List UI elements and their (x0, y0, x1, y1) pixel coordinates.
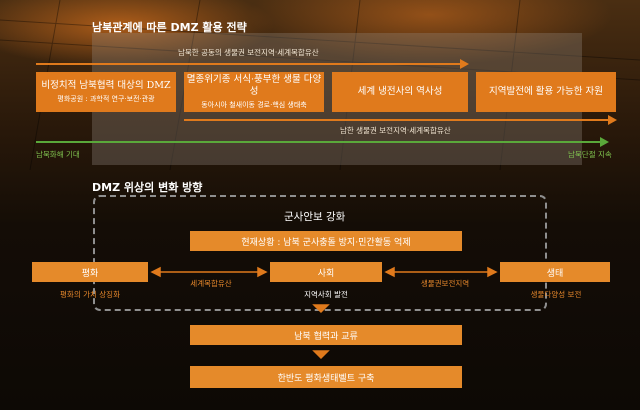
timeline-left-label: 남북화해 기대 (36, 150, 80, 159)
strategy-box-1-title: 비정치적 남북협력 대상의 DMZ (41, 79, 171, 91)
flow-step-cooperation: 남북 협력과 교류 (190, 325, 462, 345)
node-ecology-caption: 생물다양성 보전 (530, 290, 582, 299)
node-ecology: 생태 (500, 262, 610, 282)
link-left-label: 세계복합유산 (190, 279, 232, 288)
strategy-section-title: 남북관계에 따른 DMZ 활용 전략 (92, 21, 247, 34)
strategy-box-1-sub: 평화공원 : 과학적 연구·보전·관광 (57, 95, 155, 104)
node-society: 사회 (270, 262, 382, 282)
flow-step-peace-belt: 한반도 평화생태벨트 구축 (190, 366, 462, 388)
timeline-right-label: 남북단절 지속 (568, 150, 612, 159)
bottom-orange-line (184, 119, 610, 121)
top-arrow-head (460, 59, 469, 69)
current-status-box: 현재상황 : 남북 군사충돌 방지·민간활동 억제 (190, 231, 462, 251)
center-title: 군사안보 강화 (284, 211, 346, 223)
timeline-arrow-head (600, 137, 609, 147)
strategy-box-2-sub: 동아시아 철새이동 경로·핵심 생태축 (201, 100, 307, 109)
strategy-box-4: 지역발전에 활용 가능한 자원 (476, 72, 616, 112)
strategy-box-2: 멸종위기종 서식·풍부한 생물 다양성 동아시아 철새이동 경로·핵심 생태축 (184, 72, 324, 112)
strategy-box-4-title: 지역발전에 활용 가능한 자원 (489, 86, 603, 98)
strategy-box-1: 비정치적 남북협력 대상의 DMZ 평화공원 : 과학적 연구·보전·관광 (36, 72, 176, 112)
node-peace: 평화 (32, 262, 148, 282)
node-peace-caption: 평화의 가치 상징화 (60, 290, 120, 299)
strategy-box-3-title: 세계 냉전사의 역사성 (357, 86, 443, 98)
strategy-box-3: 세계 냉전사의 역사성 (332, 72, 468, 112)
top-arrow-label: 남북한 공동의 생물권 보전지역·세계복합유산 (178, 48, 319, 57)
bottom-orange-arrow-head (608, 115, 617, 125)
top-arrow-line (36, 63, 462, 65)
node-society-caption: 지역사회 발전 (304, 290, 348, 299)
bottom-arrow-label: 남한 생물권 보전지역·세계복합유산 (340, 126, 451, 135)
link-right-label: 생물권보전지역 (420, 279, 470, 288)
direction-section-title: DMZ 위상의 변화 방향 (92, 181, 203, 194)
timeline-green-line (36, 141, 602, 143)
strategy-box-2-title: 멸종위기종 서식·풍부한 생물 다양성 (186, 74, 322, 97)
